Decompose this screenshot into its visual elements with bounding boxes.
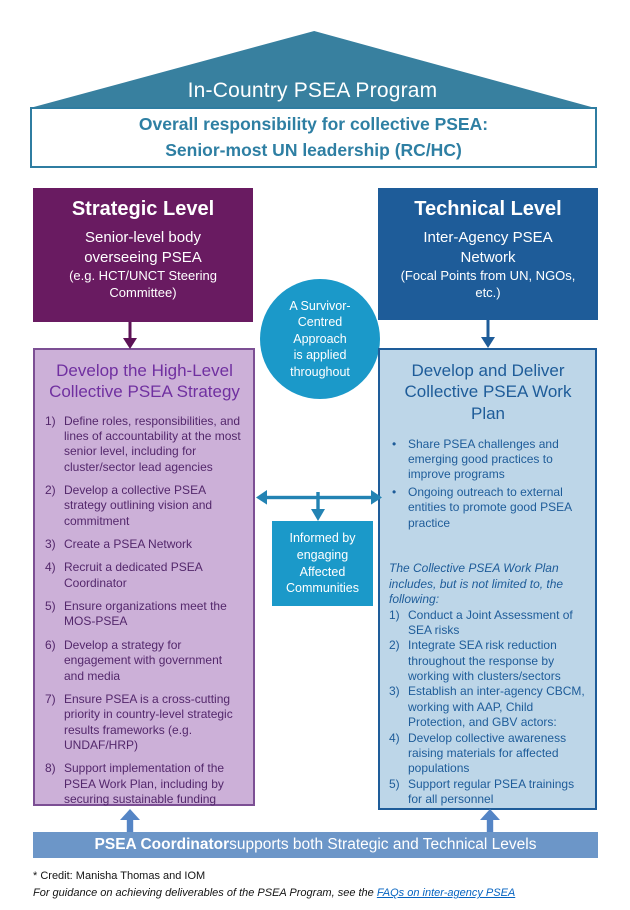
technical-level-title: Technical Level: [414, 198, 562, 220]
bullet-text: Ongoing outreach to external entities to…: [408, 484, 572, 530]
circle-line: is applied: [293, 348, 347, 363]
item-text: Conduct a Joint Assessment of SEA risks: [408, 607, 573, 638]
item-number: 7): [45, 691, 56, 706]
work-plan-item: 2) Integrate SEA risk reduction througho…: [389, 638, 587, 684]
item-text: Create a PSEA Network: [64, 537, 193, 552]
down-arrow-communities: [311, 492, 325, 521]
communities-line: Communities: [286, 581, 359, 596]
down-arrow-strategic: [123, 322, 137, 349]
guidance-text: For guidance on achieving deliverables o…: [33, 887, 377, 900]
item-text: Support regular PSEA trainings for all p…: [408, 776, 575, 806]
bullet-text: Share PSEA challenges and emerging good …: [408, 436, 559, 482]
strategic-level-title: Strategic Level: [71, 198, 215, 220]
item-number: 1): [389, 607, 400, 622]
item-text: Ensure PSEA is a cross-cutting priority …: [64, 691, 233, 752]
item-text: Integrate SEA risk reduction throughout …: [408, 638, 561, 684]
technical-subtitle-line1: Inter-Agency PSEA: [423, 229, 553, 246]
responsibility-line1: Overall responsibility for collective PS…: [138, 114, 489, 135]
circle-line: Approach: [293, 331, 347, 346]
strategy-item: 2) Develop a collective PSEA strategy ou…: [45, 483, 244, 529]
item-text: Recruit a dedicated PSEA Coordinator: [64, 560, 203, 590]
faqs-link[interactable]: FAQs on inter-agency PSEA: [376, 887, 516, 900]
down-arrow-technical: [481, 320, 495, 348]
item-number: 3): [389, 684, 400, 699]
survivor-centred-circle: A Survivor- Centred Approach is applied …: [260, 279, 380, 399]
item-text: Develop collective awareness raising mat…: [408, 730, 567, 776]
technical-subtitle-line2: Network: [460, 248, 516, 266]
credit-line: * Credit: Manisha Thomas and IOM: [33, 870, 206, 882]
technical-level-box: Technical Level Inter-Agency PSEA Networ…: [378, 188, 598, 320]
work-plan-panel-title: Develop and Deliver Collective PSEA Work…: [404, 361, 572, 423]
item-number: 5): [45, 599, 56, 614]
item-text: Develop a collective PSEA strategy outli…: [64, 482, 213, 528]
communities-line: engaging: [296, 547, 349, 562]
up-arrow-coordinator-left: [120, 809, 140, 833]
bullet-icon: •: [392, 484, 397, 499]
program-title: In-Country PSEA Program: [187, 79, 438, 102]
coordinator-rest-text: supports both Strategic and Technical Le…: [229, 836, 537, 853]
item-number: 3): [45, 537, 56, 552]
strategy-item: 4) Recruit a dedicated PSEA Coordinator: [45, 560, 244, 591]
technical-example-line1: (Focal Points from UN, NGOs,: [400, 268, 576, 283]
strategy-panel: Develop the High-Level Collective PSEA S…: [33, 348, 255, 806]
psea-coordinator-bar: PSEA Coordinator supports both Strategic…: [33, 832, 598, 858]
strategic-example-line1: (e.g. HCT/UNCT Steering: [69, 268, 217, 283]
work-plan-item: 5) Support regular PSEA trainings for al…: [389, 777, 587, 808]
bullet-icon: •: [392, 436, 397, 451]
item-text: Support implementation of the PSEA Work …: [64, 761, 225, 807]
item-number: 5): [389, 776, 400, 791]
work-plan-item: 4) Develop collective awareness raising …: [389, 731, 587, 777]
overall-responsibility-box: Overall responsibility for collective PS…: [30, 107, 597, 168]
strategy-item: 3) Create a PSEA Network: [45, 537, 244, 552]
responsibility-line2: Senior-most UN leadership (RC/HC): [165, 139, 462, 160]
strategy-item: 1) Define roles, responsibilities, and l…: [45, 414, 244, 475]
up-arrow-coordinator-right: [480, 809, 500, 833]
item-number: 1): [45, 413, 56, 428]
circle-line: A Survivor-: [289, 298, 351, 313]
item-number: 4): [389, 730, 400, 745]
affected-communities-box: Informed by engaging Affected Communitie…: [272, 521, 373, 606]
strategy-item: 6) Develop a strategy for engagement wit…: [45, 638, 244, 684]
footer: * Credit: Manisha Thomas and IOM For gui…: [33, 868, 515, 902]
item-number: 8): [45, 761, 56, 776]
item-text: Define roles, responsibilities, and line…: [64, 413, 241, 474]
work-plan-bullet: • Ongoing outreach to external entities …: [389, 485, 587, 531]
item-number: 2): [45, 482, 56, 497]
program-roof-banner: In-Country PSEA Program: [30, 31, 595, 108]
work-plan-item: 3) Establish an inter-agency CBCM, worki…: [389, 684, 587, 730]
strategic-level-box: Strategic Level Senior-level body overse…: [33, 188, 253, 322]
item-number: 2): [389, 638, 400, 653]
item-text: Develop a strategy for engagement with g…: [64, 637, 223, 683]
strategy-item: 8) Support implementation of the PSEA Wo…: [45, 761, 244, 807]
communities-line: Affected: [299, 564, 346, 579]
technical-example-line2: etc.): [475, 284, 501, 300]
item-number: 4): [45, 560, 56, 575]
work-plan-intro: The Collective PSEA Work Plan includes, …: [389, 560, 564, 607]
item-text: Establish an inter-agency CBCM, working …: [408, 684, 585, 730]
strategic-example-line2: Committee): [109, 284, 177, 300]
item-number: 6): [45, 637, 56, 652]
coordinator-bold-text: PSEA Coordinator: [94, 836, 230, 853]
strategy-item: 7) Ensure PSEA is a cross-cutting priori…: [45, 692, 244, 753]
work-plan-panel: Develop and Deliver Collective PSEA Work…: [378, 348, 597, 810]
circle-line: throughout: [290, 364, 350, 379]
communities-line: Informed by: [289, 530, 356, 545]
strategic-subtitle-line2: overseeing PSEA: [84, 248, 202, 266]
item-text: Ensure organizations meet the MOS-PSEA: [64, 599, 227, 629]
work-plan-item: 1) Conduct a Joint Assessment of SEA ris…: [389, 608, 587, 639]
strategic-subtitle-line1: Senior-level body: [85, 229, 201, 246]
strategy-item: 5) Ensure organizations meet the MOS-PSE…: [45, 599, 244, 630]
work-plan-bullet: • Share PSEA challenges and emerging goo…: [389, 437, 587, 483]
strategy-panel-title: Develop the High-Level Collective PSEA S…: [49, 361, 240, 402]
circle-line: Centred: [297, 315, 343, 330]
guidance-line: For guidance on achieving deliverables o…: [33, 885, 515, 902]
